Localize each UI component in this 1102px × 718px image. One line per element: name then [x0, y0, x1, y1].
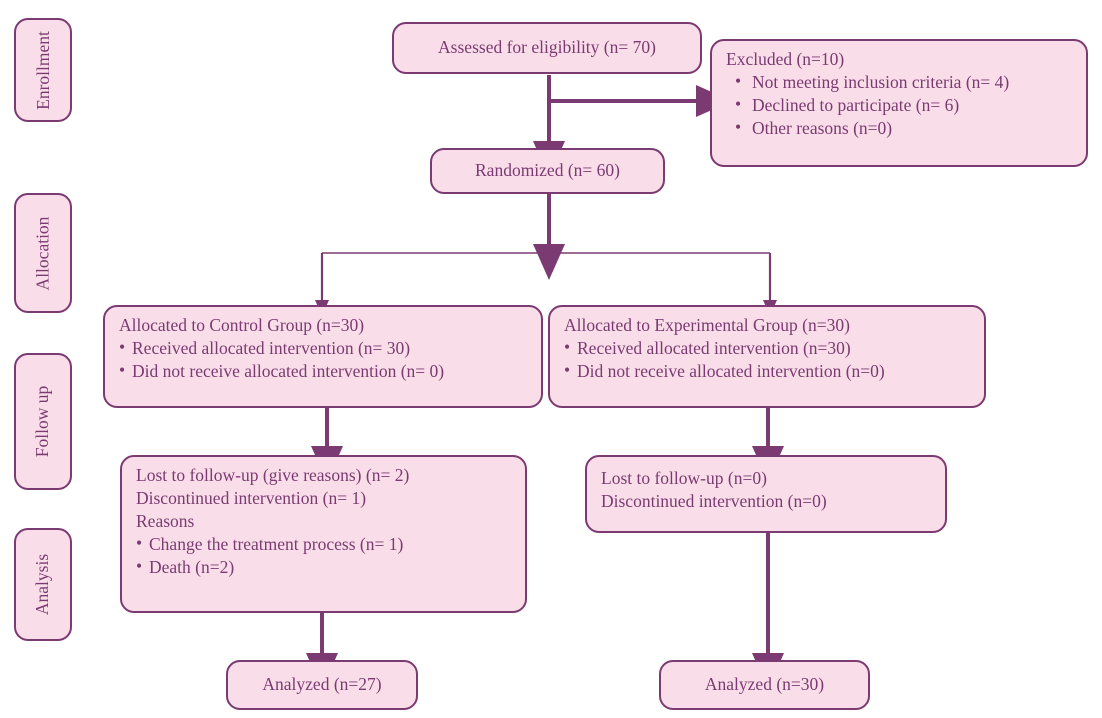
node-line: Received allocated intervention (n= 30)	[119, 336, 529, 360]
stage-label-allocation: Allocation	[14, 193, 72, 313]
stage-label-allocation-text: Allocation	[32, 216, 53, 290]
node-line: Allocated to Experimental Group (n=30)	[564, 315, 850, 335]
node-line: Did not receive allocated intervention (…	[119, 359, 529, 383]
stage-label-enrollment-text: Enrollment	[32, 30, 53, 110]
node-line: Analyzed (n=30)	[704, 674, 825, 695]
node-excluded: Excluded (n=10) Not meeting inclusion cr…	[710, 39, 1088, 167]
node-line: Discontinued intervention (n= 1)	[136, 488, 367, 509]
connector-allocation-split-bar	[315, 252, 777, 316]
node-followup-control: Lost to follow-up (give reasons) (n= 2) …	[120, 455, 527, 613]
stage-label-enrollment: Enrollment	[14, 18, 72, 122]
node-line: Not meeting inclusion criteria (n= 4)	[726, 70, 1074, 94]
node-randomized: Randomized (n= 60)	[430, 148, 665, 194]
node-allocated-experimental-group: Allocated to Experimental Group (n=30) R…	[548, 305, 986, 408]
node-line: Lost to follow-up (give reasons) (n= 2)	[136, 465, 410, 485]
node-line: Did not receive allocated intervention (…	[564, 359, 972, 383]
stage-label-follow-up-text: Follow up	[32, 385, 53, 458]
stage-label-follow-up: Follow up	[14, 353, 72, 490]
node-line: Declined to participate (n= 6)	[726, 93, 1074, 117]
node-assessed-for-eligibility: Assessed for eligibility (n= 70)	[392, 22, 702, 74]
node-line: Excluded (n=10)	[726, 49, 845, 69]
node-line: Lost to follow-up (n=0)	[601, 468, 767, 488]
node-line: Analyzed (n=27)	[262, 674, 382, 695]
node-line: Allocated to Control Group (n=30)	[119, 315, 365, 335]
node-line: Change the treatment process (n= 1)	[136, 532, 513, 556]
node-followup-experimental: Lost to follow-up (n=0) Discontinued int…	[585, 455, 947, 533]
node-line: Assessed for eligibility (n= 70)	[438, 37, 656, 58]
node-line: Death (n=2)	[136, 555, 513, 579]
stage-label-analysis: Analysis	[14, 528, 72, 641]
stage-label-analysis-text: Analysis	[32, 553, 53, 616]
node-analyzed-experimental: Analyzed (n=30)	[659, 660, 870, 710]
node-line: Discontinued intervention (n=0)	[601, 491, 827, 512]
node-line: Other reasons (n=0)	[726, 116, 1074, 140]
node-line: Randomized (n= 60)	[475, 160, 620, 181]
node-allocated-control-group: Allocated to Control Group (n=30) Receiv…	[103, 305, 543, 408]
node-analyzed-control: Analyzed (n=27)	[226, 660, 418, 710]
node-line: Reasons	[136, 511, 195, 532]
node-line: Received allocated intervention (n=30)	[564, 336, 972, 360]
